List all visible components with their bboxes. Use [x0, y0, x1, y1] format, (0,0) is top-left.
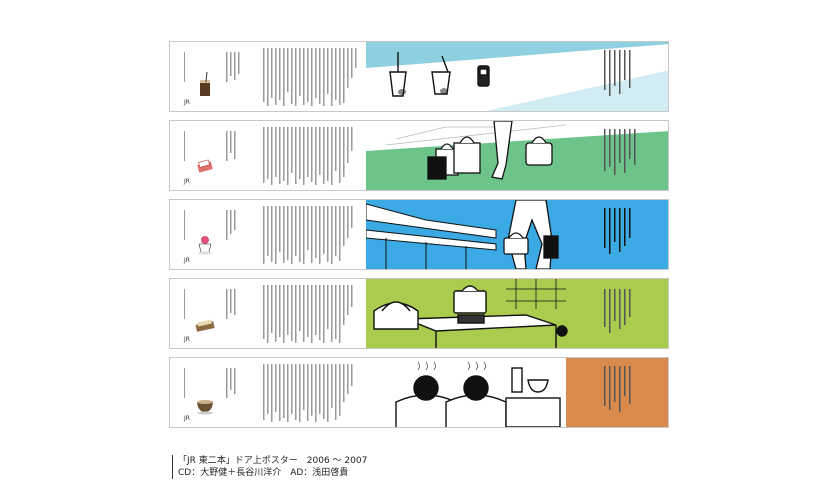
poster-text-columns: JR	[183, 285, 353, 343]
bowl-icon	[197, 400, 213, 415]
snack-bar-icon	[195, 319, 215, 332]
jr-logo-icon: JR	[183, 336, 190, 343]
poster-text-columns: JR	[183, 364, 353, 422]
shopping-illustration	[366, 121, 668, 190]
lunch-illustration	[366, 358, 668, 427]
poster-office: JR	[169, 278, 669, 349]
poster-shopping: JR	[169, 120, 669, 191]
caption-title: 「JR 東二本」ドア上ポスター 2006 〜 2007	[178, 456, 368, 466]
svg-text:JR: JR	[183, 178, 190, 185]
jr-logo-icon: JR	[183, 257, 190, 264]
poster-text-columns: JR	[183, 48, 357, 106]
poster-text-columns: JR	[183, 127, 353, 185]
caption-credits: CD：大野健＋長谷川洋介 AD：浅田啓貴	[178, 468, 349, 478]
train-illustration	[366, 200, 668, 269]
jr-logo-icon: JR	[183, 99, 190, 106]
iced-coffee-icon	[200, 71, 210, 96]
cafe-illustration	[366, 42, 668, 111]
svg-text:JR: JR	[183, 257, 190, 264]
caption: 「JR 東二本」ドア上ポスター 2006 〜 2007 CD：大野健＋長谷川洋介…	[172, 455, 367, 479]
poster-cafe: JR	[169, 41, 669, 112]
office-illustration	[366, 279, 668, 348]
cupcake-icon	[198, 236, 212, 255]
svg-text:JR: JR	[183, 415, 190, 422]
svg-text:JR: JR	[183, 99, 190, 106]
poster-text-columns: JR	[183, 206, 353, 264]
jr-logo-icon: JR	[183, 415, 190, 422]
jr-logo-icon: JR	[183, 178, 190, 185]
poster-train: JR	[169, 199, 669, 270]
svg-text:JR: JR	[183, 336, 190, 343]
sweets-box-icon	[197, 159, 213, 173]
poster-lunch: JR	[169, 357, 669, 428]
